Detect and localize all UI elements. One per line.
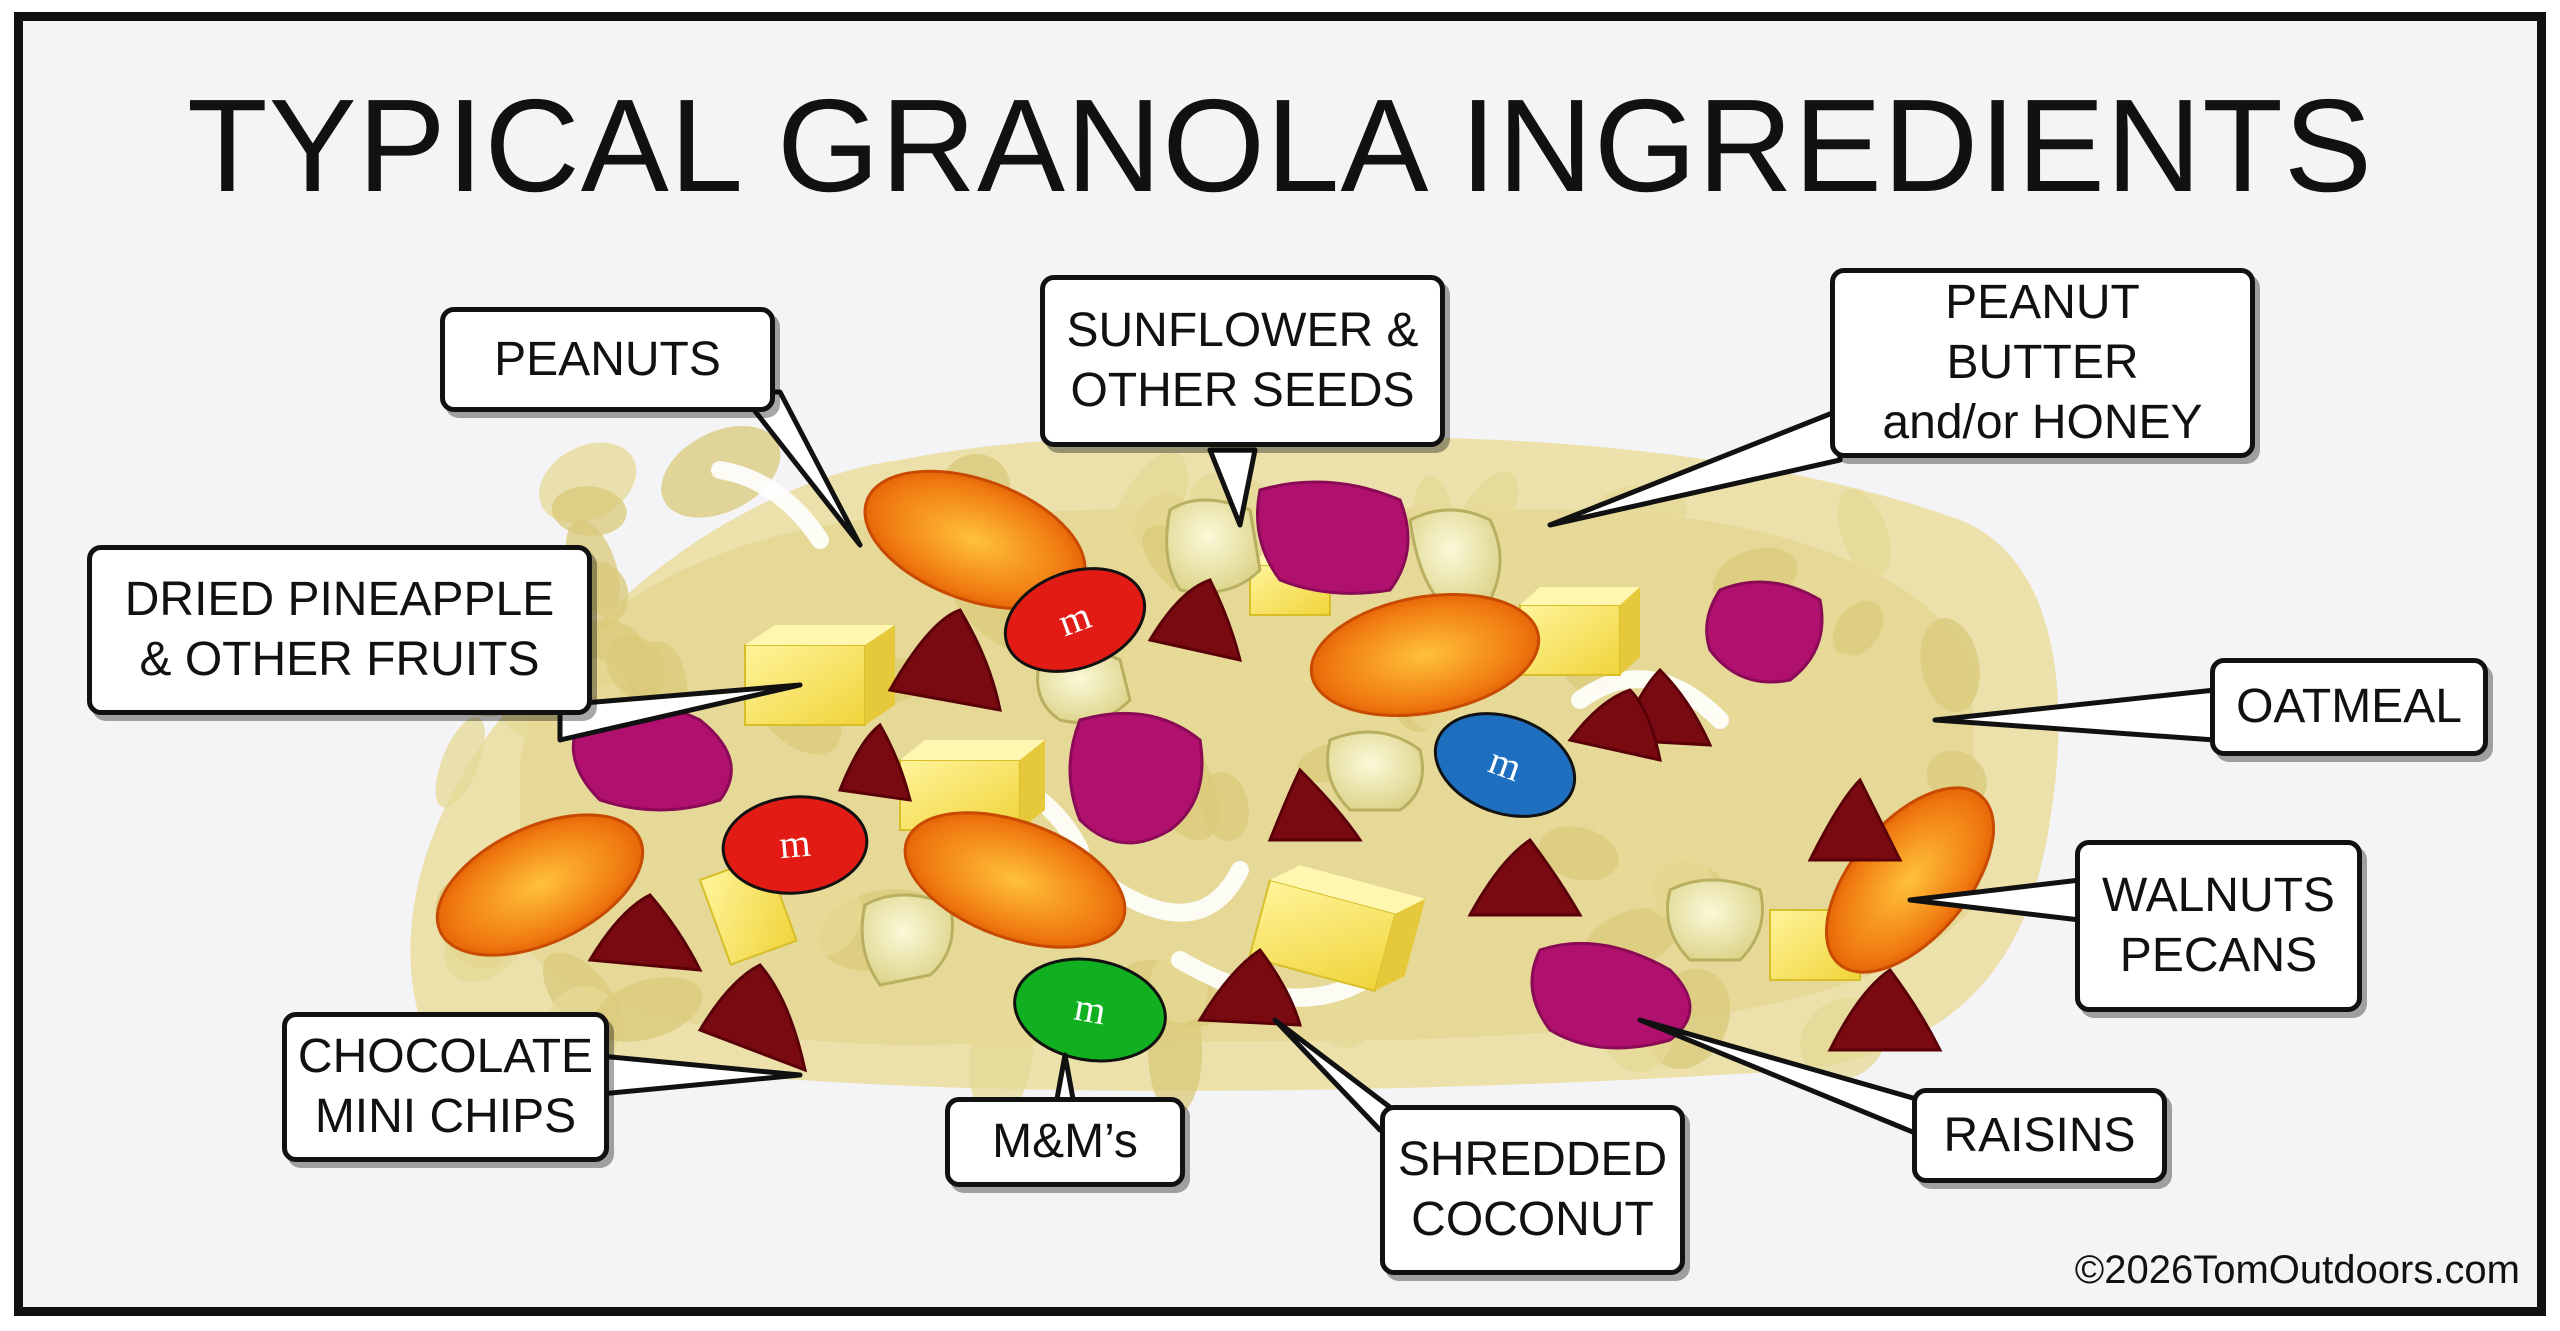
raisin	[1256, 480, 1410, 595]
peanuts-group	[860, 498, 1764, 987]
chocolate-chip	[1467, 837, 1583, 917]
mm-candy-red: m	[721, 795, 869, 895]
oat-flake	[551, 486, 627, 536]
oat-flake	[1837, 488, 1891, 578]
walnuts-group	[435, 469, 1996, 974]
label-peanuts: PEANUTS	[440, 307, 775, 412]
chocolate-chip	[1807, 777, 1903, 862]
chocolate-chip	[587, 893, 703, 972]
oat-flake	[1806, 652, 1886, 701]
chocolate-chip	[1147, 578, 1243, 662]
label-raisins: RAISINS	[1912, 1088, 2167, 1183]
chocolate-chip	[1567, 688, 1662, 762]
mm-candy-blue: m	[1433, 712, 1577, 818]
svg-text:m: m	[1071, 984, 1109, 1034]
oat-flake	[606, 634, 666, 699]
chocolate-chips-group	[587, 578, 1943, 1073]
mm-candy-red: m	[1003, 567, 1147, 673]
walnut	[903, 811, 1127, 949]
chocolate-chip	[1197, 947, 1303, 1027]
chocolate-chip	[1827, 967, 1943, 1052]
peanut	[1165, 498, 1262, 594]
pineapple-cube	[744, 625, 895, 726]
label-walnuts: WALNUTS PECANS	[2075, 840, 2362, 1012]
pointer-seeds	[1207, 447, 1258, 528]
oat-flake	[1451, 954, 1529, 1029]
label-dried-fruits: DRIED PINEAPPLE & OTHER FRUITS	[87, 545, 592, 715]
oat-flake	[1323, 988, 1376, 1049]
peanut	[1326, 730, 1424, 812]
page-title: TYPICAL GRANOLA INGREDIENTS	[187, 72, 2373, 219]
walnut	[435, 813, 645, 957]
oat-flake	[1832, 600, 1884, 657]
chocolate-chip	[697, 963, 808, 1073]
chocolate-chip	[1267, 767, 1363, 842]
copyright-notice: ©2026TomOutdoors.com	[2074, 1248, 2520, 1292]
raisin	[1068, 711, 1204, 845]
peanut	[1666, 878, 1764, 962]
walnut	[1309, 592, 1541, 718]
mm-candy-green: m	[1013, 957, 1167, 1063]
oat-flake	[1538, 826, 1619, 881]
label-peanut-butter: PEANUT BUTTER and/or HONEY	[1830, 268, 2255, 458]
oat-flake	[592, 977, 703, 1042]
mm-candies-group: m m m m	[721, 567, 1577, 1063]
label-seeds: SUNFLOWER & OTHER SEEDS	[1040, 275, 1445, 447]
raisin	[1705, 580, 1824, 684]
oat-flake	[968, 994, 1034, 1119]
peanut	[860, 893, 954, 987]
label-oatmeal: OATMEAL	[2210, 658, 2488, 756]
chocolate-chip	[837, 722, 912, 802]
pointer-dried-fruits	[557, 682, 803, 743]
label-mms: M&M’s	[945, 1097, 1185, 1187]
label-chocolate: CHOCOLATE MINI CHIPS	[282, 1012, 609, 1162]
label-coconut: SHREDDED COCONUT	[1380, 1105, 1685, 1275]
raisins-group	[571, 480, 1824, 1050]
oat-flake	[435, 717, 485, 808]
chocolate-chip	[887, 608, 1002, 712]
svg-text:m: m	[777, 820, 812, 868]
peanut	[1408, 508, 1502, 612]
pineapple-cube	[1248, 865, 1426, 993]
oat-flake	[1920, 618, 1980, 712]
oat-flake	[1105, 452, 1189, 579]
